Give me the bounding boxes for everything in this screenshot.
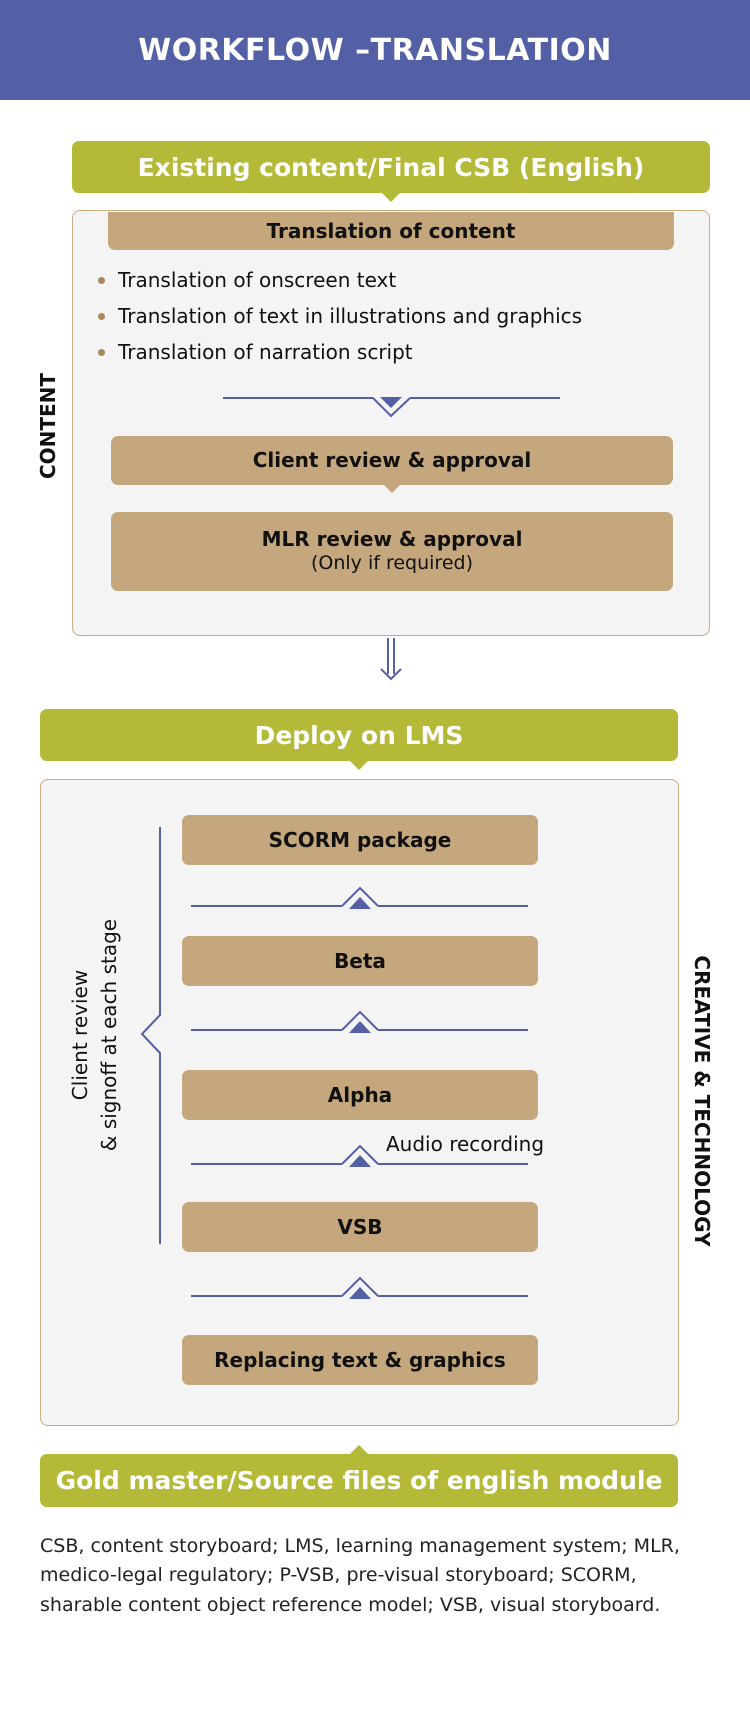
step-label: VSB <box>337 1214 383 1239</box>
step-label: SCORM package <box>268 827 452 852</box>
list-item-text: Translation of narration script <box>118 340 413 364</box>
up-chevron-divider-icon <box>191 1276 528 1299</box>
bullet-icon <box>98 349 105 356</box>
notch-down-icon <box>350 761 368 770</box>
notch-down-icon <box>384 485 400 493</box>
gold-master-label: Gold master/Source files of english modu… <box>55 1466 663 1495</box>
bracket-icon <box>140 827 161 1244</box>
notch-up-icon <box>350 1445 368 1454</box>
deploy-lms-bar: Deploy on LMS <box>40 709 678 770</box>
step-vsb: VSB <box>182 1202 538 1252</box>
step-beta: Beta <box>182 936 538 986</box>
step-replacing-text-graphics: Replacing text & graphics <box>182 1335 538 1385</box>
client-review-box: Client review & approval <box>111 436 673 493</box>
up-chevron-divider-icon <box>191 1144 528 1167</box>
translation-bullet-list: Translation of onscreen text Translation… <box>96 265 582 373</box>
up-chevron-divider-icon <box>191 886 528 909</box>
existing-content-label: Existing content/Final CSB (English) <box>137 152 645 182</box>
step-alpha: Alpha <box>182 1070 538 1120</box>
list-item-text: Translation of onscreen text <box>118 268 397 292</box>
existing-content-bar: Existing content/Final CSB (English) <box>72 141 710 202</box>
list-item: Translation of onscreen text <box>96 265 582 301</box>
down-arrow-icon <box>380 638 402 681</box>
list-item-text: Translation of text in illustrations and… <box>118 304 583 328</box>
down-chevron-divider-icon <box>223 397 560 418</box>
deploy-lms-label: Deploy on LMS <box>254 720 464 750</box>
client-review-label: Client review & approval <box>252 448 532 472</box>
step-label: Alpha <box>327 1082 393 1107</box>
bullet-icon <box>98 277 105 284</box>
gold-master-bar: Gold master/Source files of english modu… <box>40 1445 678 1507</box>
step-label: Replacing text & graphics <box>214 1347 506 1372</box>
mlr-review-label: MLR review & approval <box>261 527 523 552</box>
step-scorm-package: SCORM package <box>182 815 538 865</box>
list-item: Translation of narration script <box>96 337 582 373</box>
notch-down-icon <box>382 193 400 202</box>
page-title: WORKFLOW –TRANSLATION <box>0 0 750 100</box>
list-item: Translation of text in illustrations and… <box>96 301 582 337</box>
bullet-icon <box>98 313 105 320</box>
mlr-review-note: (Only if required) <box>310 552 473 575</box>
step-label: Beta <box>334 948 386 973</box>
mlr-review-box: MLR review & approval (Only if required) <box>111 512 673 591</box>
up-chevron-divider-icon <box>191 1010 528 1033</box>
translation-header: Translation of content <box>108 212 674 250</box>
abbreviations-footnote: CSB, content storyboard; LMS, learning m… <box>40 1535 680 1616</box>
translation-header-label: Translation of content <box>266 218 516 243</box>
audio-recording-label: Audio recording <box>386 1132 545 1156</box>
